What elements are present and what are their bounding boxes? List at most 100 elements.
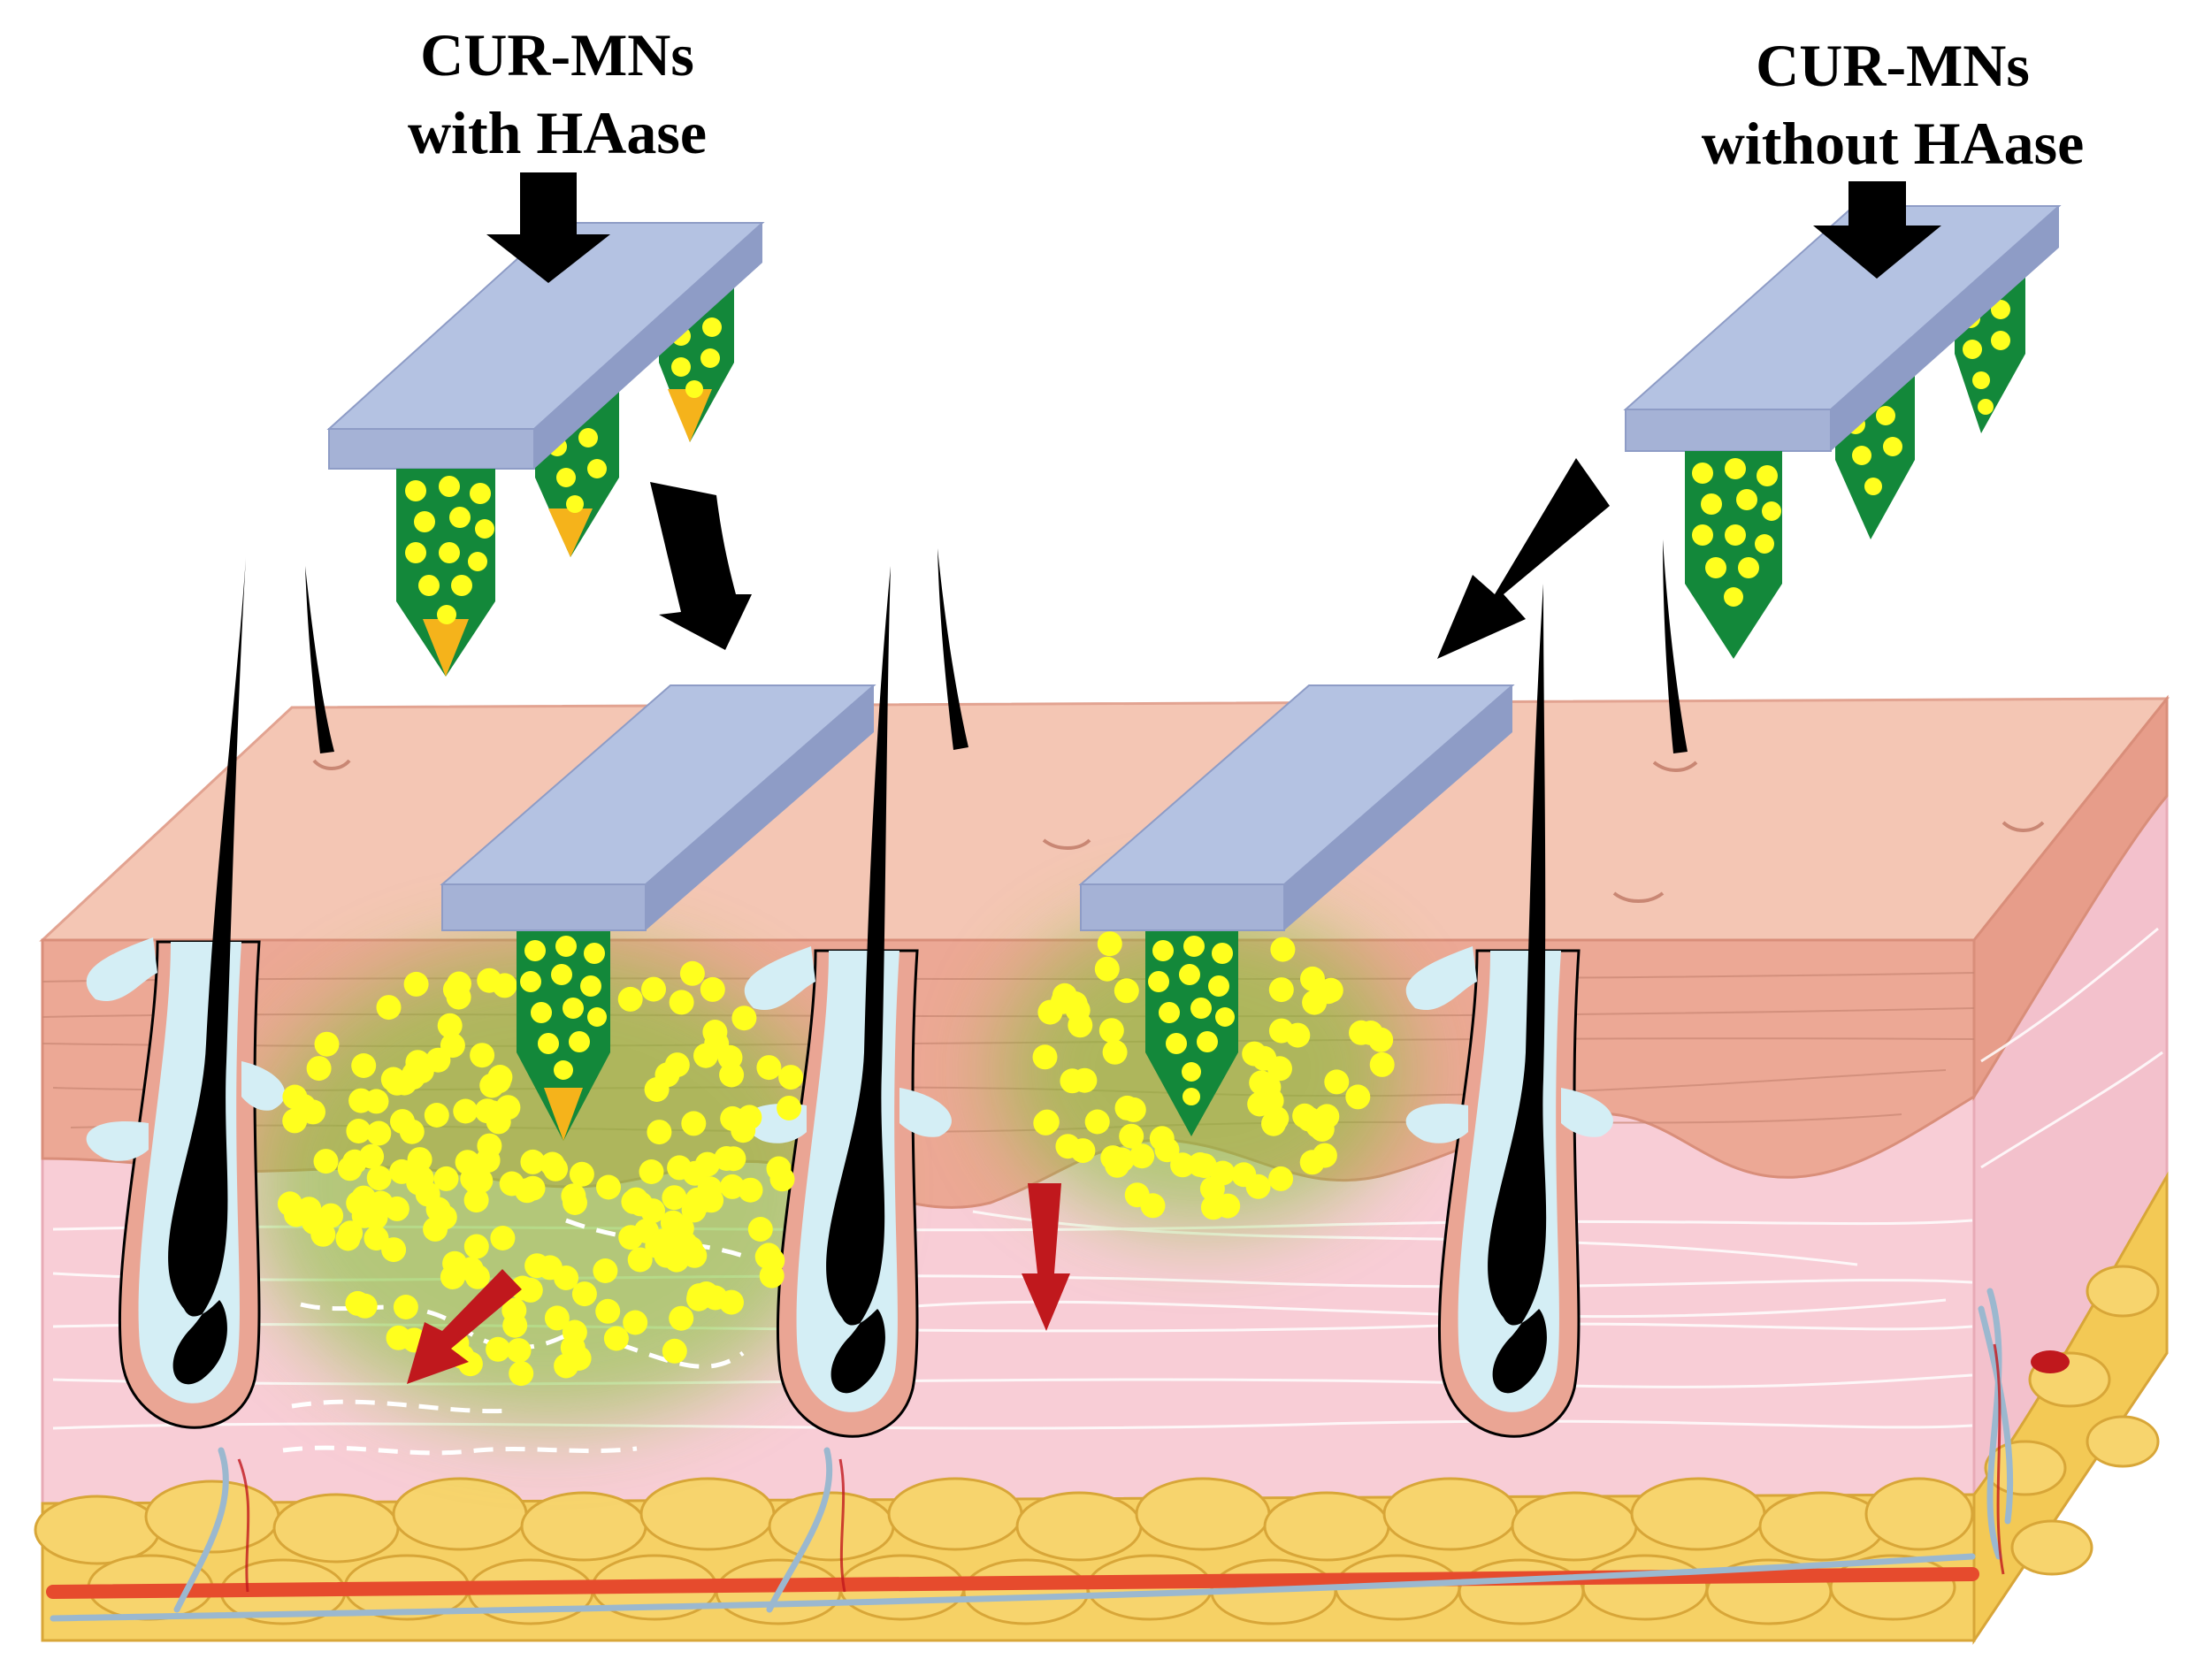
drug-particle xyxy=(777,1096,802,1120)
drug-particle xyxy=(678,1235,703,1261)
drug-particle xyxy=(1114,978,1139,1004)
drug-particle xyxy=(437,1013,463,1038)
drug-particle xyxy=(1264,1105,1290,1131)
drug-particle xyxy=(1084,1109,1110,1135)
drug-particle xyxy=(502,1312,528,1338)
drug-particle xyxy=(296,1197,322,1222)
drug-particle xyxy=(458,1257,484,1282)
drug-particle xyxy=(424,1103,449,1128)
drug-particle xyxy=(1124,1182,1150,1208)
drug-particle xyxy=(403,971,429,997)
drug-particle xyxy=(1102,1039,1128,1065)
drug-particle xyxy=(1231,1162,1257,1188)
microneedle-patch-icon xyxy=(1623,205,2062,659)
drug-particle xyxy=(351,1053,377,1078)
drug-particle xyxy=(453,1098,478,1124)
drug-particle xyxy=(1368,1027,1394,1052)
drug-particle xyxy=(1100,1145,1126,1171)
drug-particle xyxy=(506,1338,532,1364)
drug-particle xyxy=(486,1109,511,1135)
drug-particle xyxy=(470,1043,495,1068)
drug-particle xyxy=(457,1351,483,1377)
drug-particle xyxy=(1309,1116,1335,1142)
label-with-haase: CUR-MNs with HAase xyxy=(292,16,823,172)
drug-particle xyxy=(425,1047,451,1073)
drug-particle xyxy=(669,990,694,1015)
drug-particle xyxy=(1299,1150,1325,1175)
drug-particle xyxy=(1369,1051,1395,1077)
drug-particle xyxy=(1119,1123,1144,1149)
drug-particle xyxy=(617,986,643,1012)
label-with-haase-line1: CUR-MNs xyxy=(420,21,694,88)
drug-particle xyxy=(719,1289,744,1315)
arrow-icon xyxy=(486,172,1941,659)
drug-particle xyxy=(509,1361,534,1387)
drug-particle xyxy=(487,1065,513,1090)
drug-particle xyxy=(662,1185,687,1211)
drug-particle xyxy=(686,1283,712,1309)
drug-particle xyxy=(314,1031,340,1057)
drug-particle xyxy=(1068,1013,1093,1038)
drug-particle xyxy=(1249,1070,1274,1096)
drug-particle xyxy=(351,1185,377,1211)
drug-particle xyxy=(335,1226,361,1251)
drug-particle xyxy=(1270,937,1296,962)
drug-particle xyxy=(463,1169,488,1195)
drug-particle xyxy=(1032,1044,1058,1070)
drug-particle xyxy=(1285,1022,1311,1048)
drug-particle xyxy=(386,1325,411,1350)
drug-particle xyxy=(406,1170,432,1196)
drug-particle xyxy=(352,1293,378,1319)
drug-particle xyxy=(342,1149,368,1174)
drug-particle xyxy=(384,1196,409,1221)
drug-particle xyxy=(282,1108,308,1134)
hair-follicle-icon xyxy=(86,557,286,1429)
drug-particle xyxy=(442,976,468,1002)
drug-particle xyxy=(1268,977,1294,1003)
drug-particle xyxy=(667,1155,693,1181)
patch-plate-inserted-left xyxy=(440,684,876,931)
drug-particle xyxy=(433,1166,459,1191)
drug-particle xyxy=(747,1217,773,1242)
drug-particle xyxy=(499,1171,524,1197)
drug-particle xyxy=(348,1088,374,1113)
drug-particle xyxy=(520,1149,546,1174)
drug-particle xyxy=(393,1295,418,1319)
drug-particle xyxy=(477,1133,502,1158)
drug-particle xyxy=(1129,1143,1155,1169)
drug-particle xyxy=(492,973,517,998)
drug-particle xyxy=(679,960,705,986)
drug-particle xyxy=(651,1228,677,1254)
drug-particle xyxy=(537,1255,563,1281)
drug-particle xyxy=(731,1006,757,1031)
drug-particle xyxy=(1215,1193,1241,1219)
nerve-fibers xyxy=(50,1288,2014,1622)
drug-particle xyxy=(455,1150,480,1175)
microneedle-patch-icon xyxy=(326,222,765,677)
drug-particles-with-haase xyxy=(277,960,804,1387)
drug-particle xyxy=(603,1326,629,1351)
drug-particle xyxy=(1033,1110,1059,1136)
drug-particle xyxy=(1149,1126,1175,1151)
drug-particle xyxy=(561,1183,586,1209)
drug-particle xyxy=(681,1111,707,1136)
drug-particle xyxy=(704,1031,730,1057)
drug-particle xyxy=(313,1149,339,1174)
drug-particle xyxy=(737,1105,762,1130)
drug-particle xyxy=(1345,1084,1371,1110)
drug-particle xyxy=(647,1120,672,1145)
drug-particle xyxy=(277,1191,302,1217)
label-with-haase-line2: with HAase xyxy=(407,99,708,166)
drug-particle xyxy=(405,1050,431,1075)
drug-particle xyxy=(1170,1152,1196,1178)
drug-particle xyxy=(756,1055,782,1081)
drug-particle xyxy=(463,1234,489,1259)
drug-particle xyxy=(1055,1134,1081,1159)
drug-particle xyxy=(719,1062,745,1088)
drug-particle xyxy=(351,1203,377,1228)
needle-inserted-without-haase xyxy=(1145,930,1238,1136)
drug-particle xyxy=(306,1056,332,1082)
drug-particle xyxy=(569,1161,594,1187)
drug-particle xyxy=(669,1305,694,1331)
